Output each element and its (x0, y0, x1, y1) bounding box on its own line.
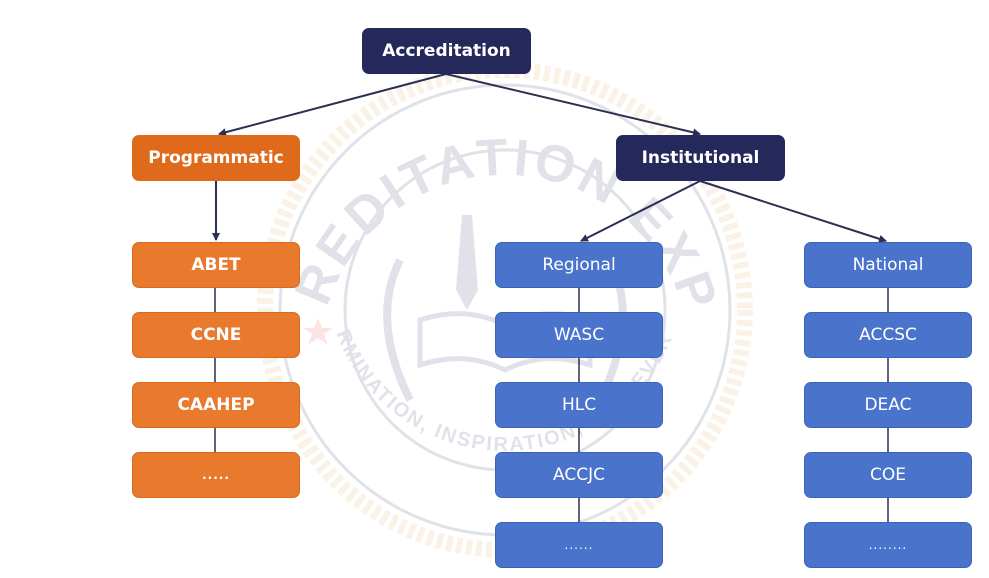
node-label: HLC (561, 394, 597, 415)
node-label: National (852, 254, 924, 275)
node-label: COE (870, 464, 906, 485)
node-regional: Regional (495, 242, 663, 288)
node-label: ........ (868, 538, 908, 552)
node-label: ...... (564, 538, 594, 552)
connector-root-programmatic (218, 73, 447, 137)
node-abet: ABET (132, 242, 300, 288)
node-programmatic-more: ..... (132, 452, 300, 498)
node-national-more: ........ (804, 522, 972, 568)
node-label: WASC (553, 324, 605, 345)
node-label: ACCJC (553, 464, 605, 485)
node-deac: DEAC (804, 382, 972, 428)
node-caahep: CAAHEP (132, 382, 300, 428)
node-programmatic: Programmatic (132, 135, 300, 181)
node-national: National (804, 242, 972, 288)
node-label: CAAHEP (177, 394, 255, 415)
node-label: ACCSC (859, 324, 917, 345)
node-accjc: ACCJC (495, 452, 663, 498)
node-label: DEAC (864, 394, 912, 415)
node-label: Accreditation (382, 40, 511, 61)
node-institutional: Institutional (616, 135, 785, 181)
node-accsc: ACCSC (804, 312, 972, 358)
connector-root-institutional (445, 73, 701, 137)
node-label: ..... (202, 468, 230, 482)
node-hlc: HLC (495, 382, 663, 428)
node-label: CCNE (190, 324, 242, 345)
node-label: ABET (191, 254, 241, 275)
node-label: Regional (542, 254, 616, 275)
node-accreditation: Accreditation (362, 28, 531, 74)
node-coe: COE (804, 452, 972, 498)
node-regional-more: ...... (495, 522, 663, 568)
connector-institutional-regional (580, 180, 701, 242)
node-label: Programmatic (148, 147, 284, 168)
connector-institutional-national (699, 180, 887, 243)
node-wasc: WASC (495, 312, 663, 358)
node-label: Institutional (641, 147, 760, 168)
node-ccne: CCNE (132, 312, 300, 358)
